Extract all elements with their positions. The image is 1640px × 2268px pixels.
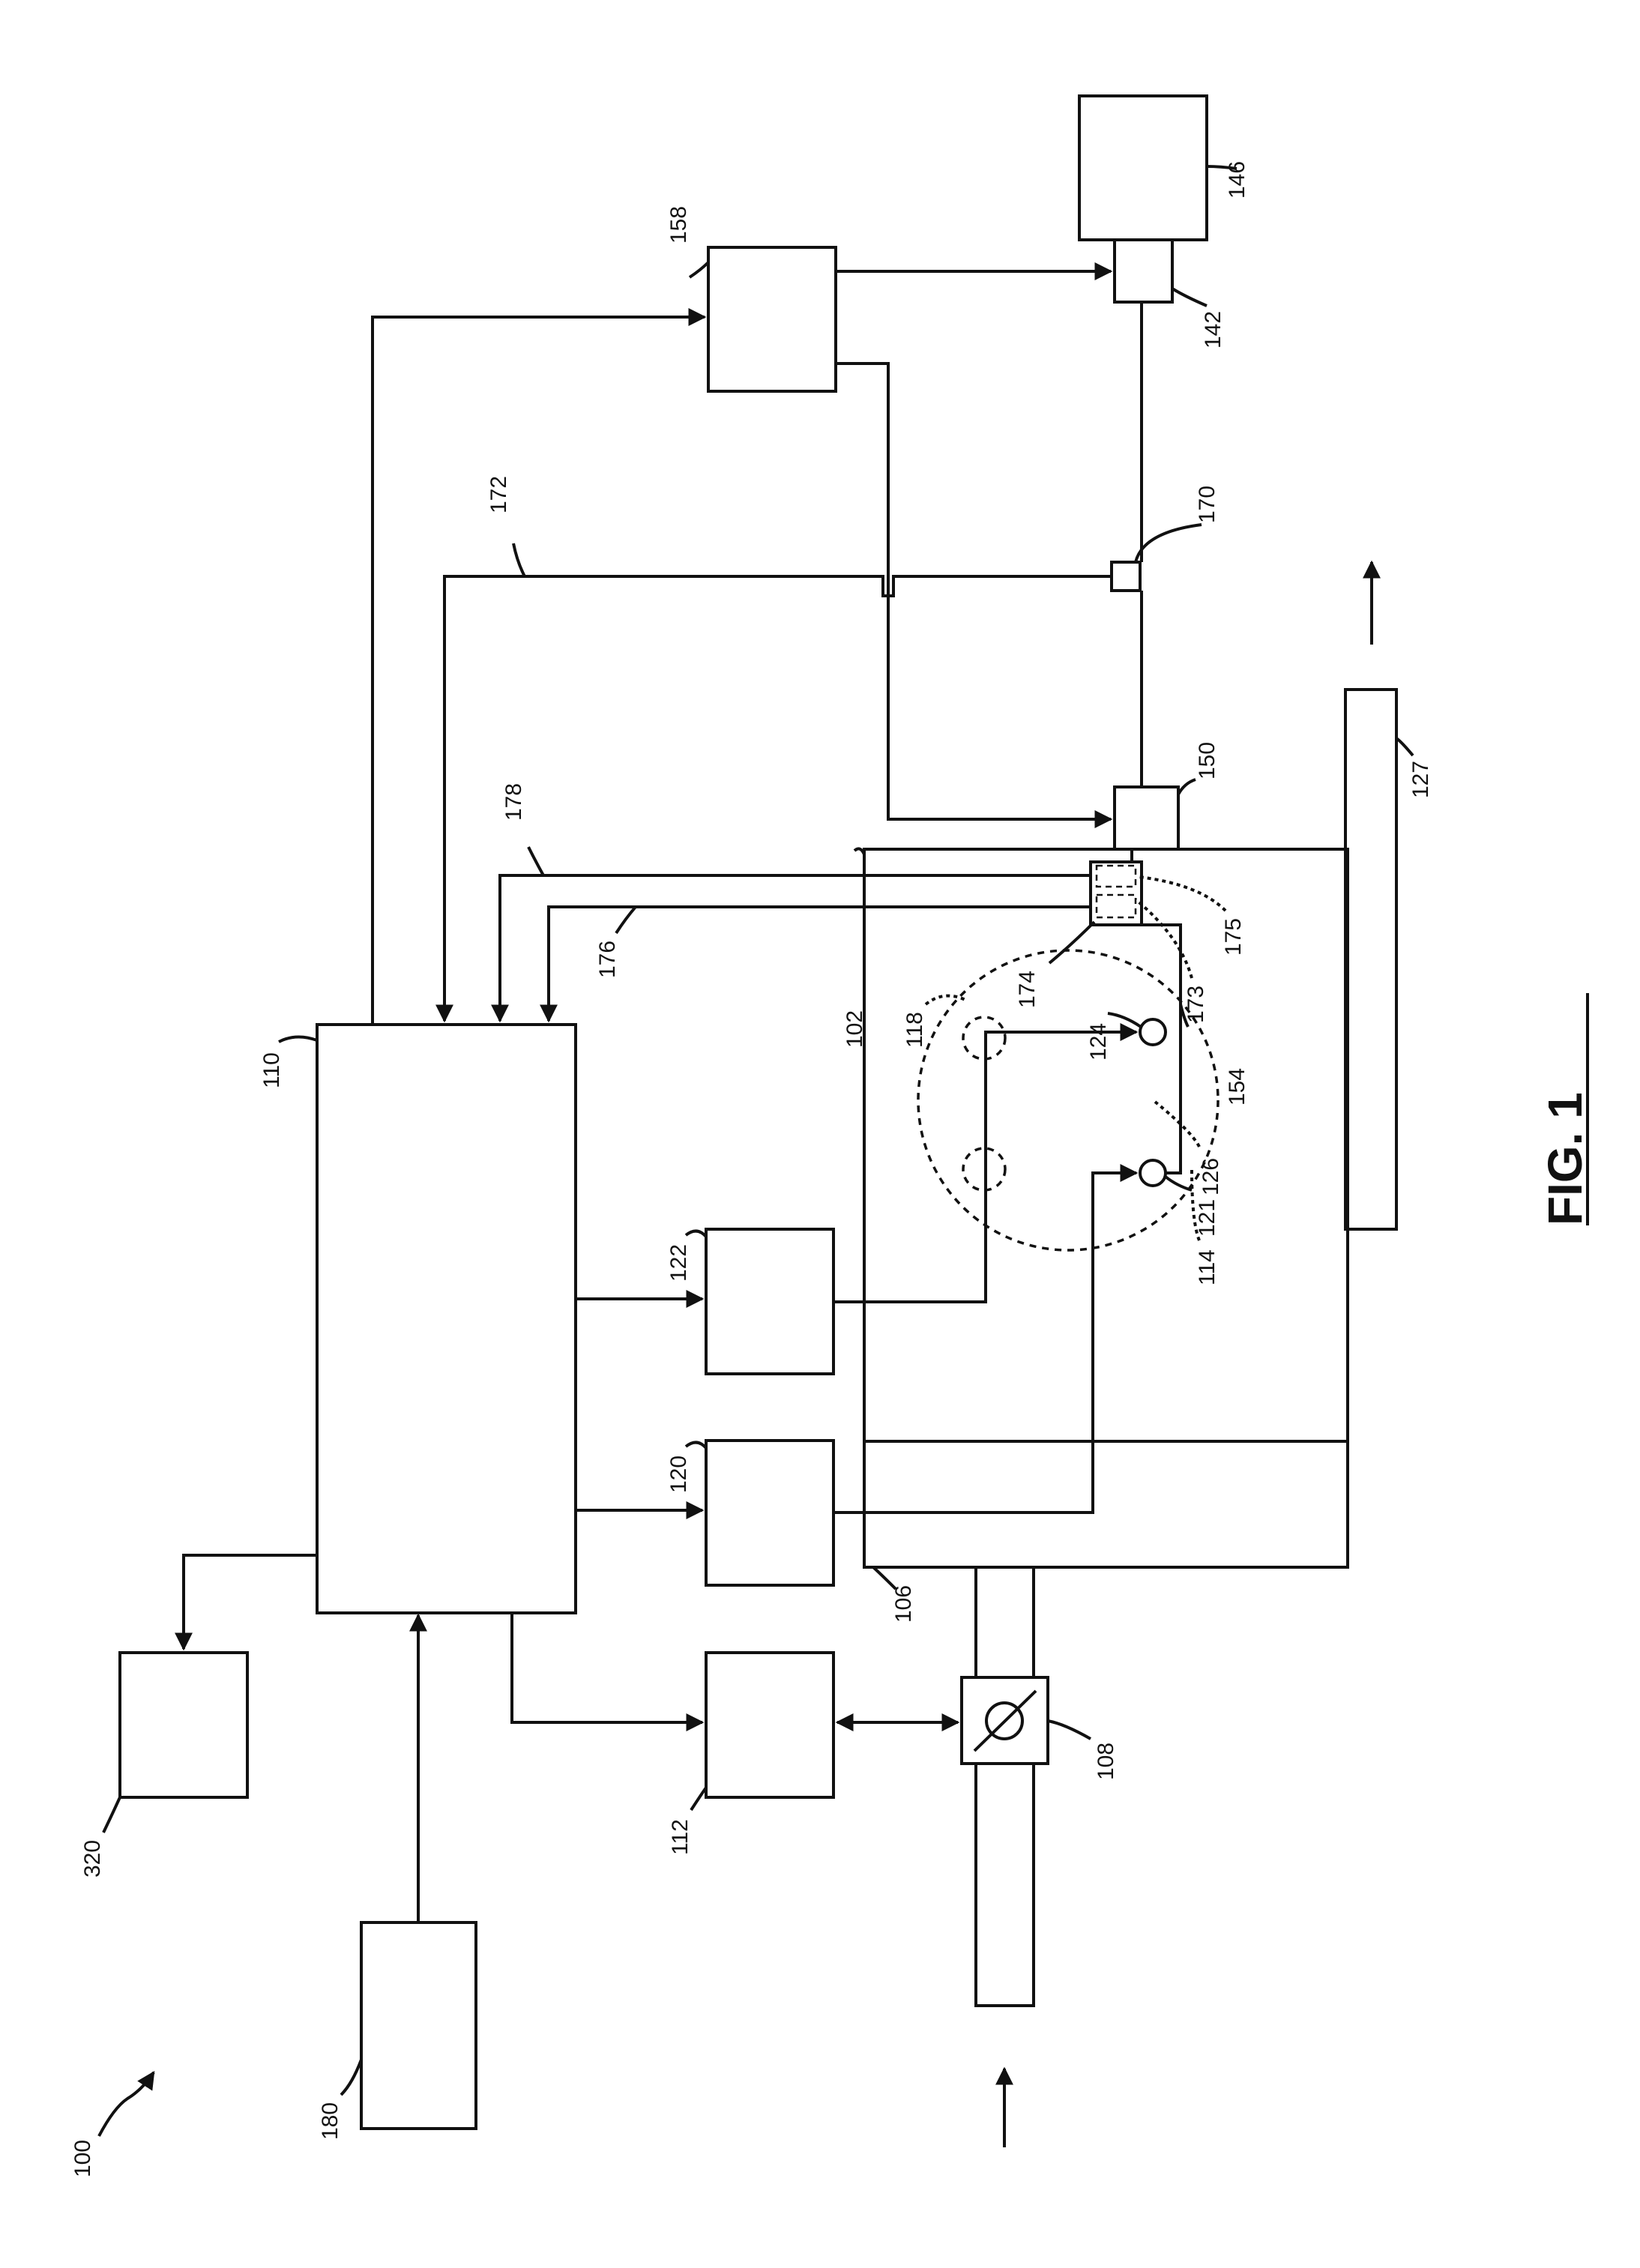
leader-127 [1396,738,1413,756]
box-150 [1115,787,1178,849]
label-120: 120 [666,1456,691,1493]
label-320: 320 [80,1840,105,1878]
label-102: 102 [842,1010,867,1048]
leader-100 [99,2072,154,2136]
leader-178 [528,847,543,875]
label-158: 158 [666,206,691,244]
line-121-exhaust [1142,925,1181,1173]
line-110-320 [184,1555,317,1649]
label-112: 112 [668,1819,693,1855]
leader-180 [341,2060,361,2095]
line-178 [500,875,1091,1021]
label-178: 178 [501,783,526,821]
label-122: 122 [666,1244,691,1282]
label-106: 106 [891,1585,916,1623]
leader-110 [279,1037,317,1042]
leader-175 [1139,877,1226,911]
label-124: 124 [1086,1023,1111,1061]
leader-121 [1166,1177,1192,1190]
cylinder-114 [918,950,1218,1250]
label-110: 110 [259,1052,284,1088]
line-158-150 [836,364,1111,819]
label-170: 170 [1195,486,1220,523]
label-174: 174 [1015,971,1040,1008]
label-175: 175 [1221,918,1246,956]
leader-108 [1048,1721,1091,1739]
line-110-112 [512,1613,702,1722]
sensor-174 [1091,862,1142,925]
figure-caption: FIG. 1 [1538,1092,1592,1225]
label-176: 176 [595,941,620,978]
intake-manifold-106 [864,1441,1348,1567]
leader-122 [686,1231,706,1237]
box-110-controller [317,1025,576,1613]
box-158 [708,247,836,391]
label-118: 118 [902,1012,927,1048]
injector-124 [1140,1019,1166,1045]
box-122 [706,1229,833,1374]
label-126: 126 [1199,1158,1223,1195]
leader-170 [1136,525,1202,562]
leader-118 [926,996,967,1004]
box-120 [706,1441,833,1585]
leader-126 [1155,1102,1199,1147]
leader-142 [1172,289,1207,306]
label-127: 127 [1408,761,1433,798]
spark-121 [1140,1160,1166,1186]
leader-120 [686,1442,706,1448]
line-122-124 [833,1032,1136,1302]
line-176 [549,907,1091,1021]
label-146: 146 [1225,161,1249,199]
box-127 [1345,690,1396,1229]
leader-173 [1136,899,1192,978]
box-142 [1115,240,1172,302]
label-154: 154 [1225,1068,1249,1106]
label-108: 108 [1094,1743,1118,1780]
label-180: 180 [318,2102,343,2140]
line-172 [444,576,1112,1021]
label-150: 150 [1195,742,1220,779]
leader-176 [616,907,636,933]
leader-150 [1178,779,1196,794]
leader-124 [1108,1013,1141,1027]
box-146 [1079,96,1207,240]
leader-320 [103,1797,120,1833]
leader-102 [854,848,864,854]
label-172: 172 [486,476,511,513]
line-110-158 [373,317,705,1025]
box-112 [706,1653,833,1797]
leader-172 [513,543,525,576]
intake-pipe [976,1567,1034,2006]
engine-block-102 [864,849,1348,1441]
box-170 [1112,562,1140,591]
label-173: 173 [1184,986,1208,1023]
label-100: 100 [70,2140,95,2177]
label-142: 142 [1201,311,1226,349]
label-121: 121 [1195,1199,1220,1237]
leader-158 [690,262,708,277]
box-180 [361,1922,476,2129]
label-114: 114 [1195,1249,1220,1285]
box-320 [120,1653,247,1797]
leader-112 [691,1788,706,1810]
leader-174 [1049,922,1094,963]
